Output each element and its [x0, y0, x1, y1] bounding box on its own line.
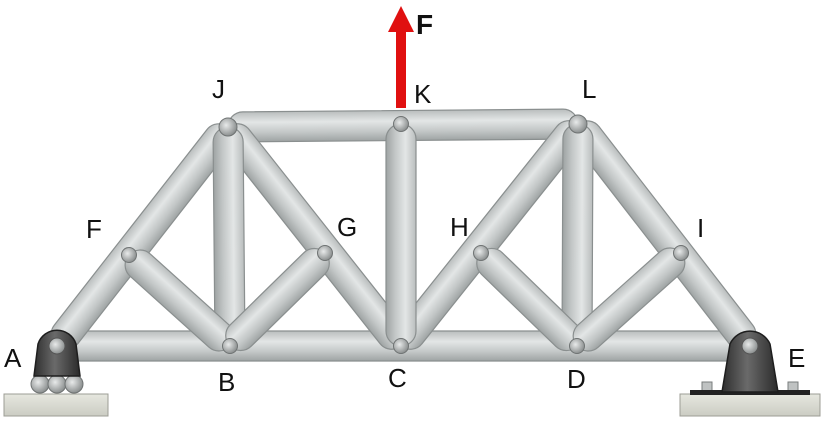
joint-pin-D [569, 338, 585, 354]
joint-pin-G [317, 245, 333, 261]
member-bar [561, 123, 594, 347]
node-label-J: J [212, 74, 225, 104]
member-LD [561, 123, 594, 347]
node-label-A: A [4, 343, 22, 373]
joint-pin-L [568, 114, 588, 134]
joint-pin-J [218, 117, 238, 137]
node-label-L: L [582, 74, 596, 104]
joint-pin-F [121, 247, 137, 263]
node-label-E: E [788, 343, 805, 373]
left-ground-block [3, 393, 109, 417]
member-KC [385, 123, 417, 347]
node-label-K: K [414, 79, 432, 109]
roller-wheel [64, 374, 84, 394]
node-label-B: B [218, 367, 235, 397]
member-JB [212, 126, 246, 347]
member-bar [385, 123, 417, 347]
force-arrow-head [388, 6, 414, 32]
node-label-G: G [337, 212, 357, 242]
members-layer [50, 108, 757, 362]
member-bar [212, 126, 246, 347]
pins-layer [121, 114, 689, 354]
force-label: F [416, 9, 433, 40]
bracket-pin [48, 337, 66, 355]
pin-support-E [690, 330, 810, 395]
roller-support-A [30, 329, 84, 394]
node-label-H: H [450, 212, 469, 242]
node-label-I: I [697, 213, 704, 243]
joint-pin-K [393, 116, 409, 132]
roller-wheel [30, 374, 50, 394]
joint-pin-H [473, 245, 489, 261]
force-arrow [388, 6, 414, 108]
joint-pin-B [222, 338, 238, 354]
node-label-F: F [86, 214, 102, 244]
bracket-pin [741, 337, 759, 355]
right-ground-block [679, 393, 821, 417]
joint-pin-C [393, 338, 409, 354]
roller-wheel [47, 374, 67, 394]
force-arrow-shaft [396, 30, 406, 108]
node-label-C: C [388, 363, 407, 393]
joint-pin-I [673, 245, 689, 261]
pin-bracket [721, 330, 779, 393]
node-label-D: D [567, 364, 586, 394]
